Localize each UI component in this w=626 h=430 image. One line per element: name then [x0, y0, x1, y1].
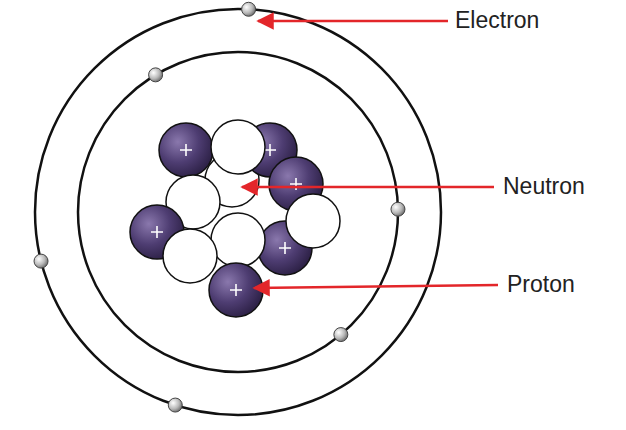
- leader-arrows: [242, 21, 498, 288]
- neutron-sphere: [211, 213, 265, 267]
- part-label: Neutron: [503, 174, 585, 199]
- electron-dot: [168, 398, 182, 412]
- leader-arrow: [242, 186, 494, 189]
- plus-sign: [230, 284, 242, 296]
- electron-shell: [78, 52, 398, 372]
- particle: [209, 263, 263, 317]
- electrons: [34, 2, 405, 412]
- particle: [211, 120, 265, 174]
- particle: [286, 194, 340, 248]
- leader-arrow: [258, 20, 448, 23]
- neutron-sphere: [163, 229, 217, 283]
- proton-sphere: [159, 123, 213, 177]
- plus-sign: [180, 144, 192, 156]
- part-label: Electron: [455, 8, 539, 33]
- electron-dot: [242, 2, 256, 16]
- leader-arrow: [254, 285, 498, 288]
- proton-sphere: [209, 263, 263, 317]
- electron-shells: [35, 9, 441, 415]
- electron-dot: [34, 254, 48, 268]
- particle: [211, 213, 265, 267]
- neutron-sphere: [286, 194, 340, 248]
- plus-sign: [151, 226, 163, 238]
- electron-shell: [35, 9, 441, 415]
- plus-sign: [264, 144, 276, 156]
- particle: [163, 229, 217, 283]
- part-label: Proton: [507, 272, 575, 297]
- particle: [159, 123, 213, 177]
- electron-dot: [334, 328, 348, 342]
- neutron-sphere: [211, 120, 265, 174]
- plus-sign: [279, 242, 291, 254]
- electron-dot: [149, 68, 163, 82]
- electron-dot: [391, 202, 405, 216]
